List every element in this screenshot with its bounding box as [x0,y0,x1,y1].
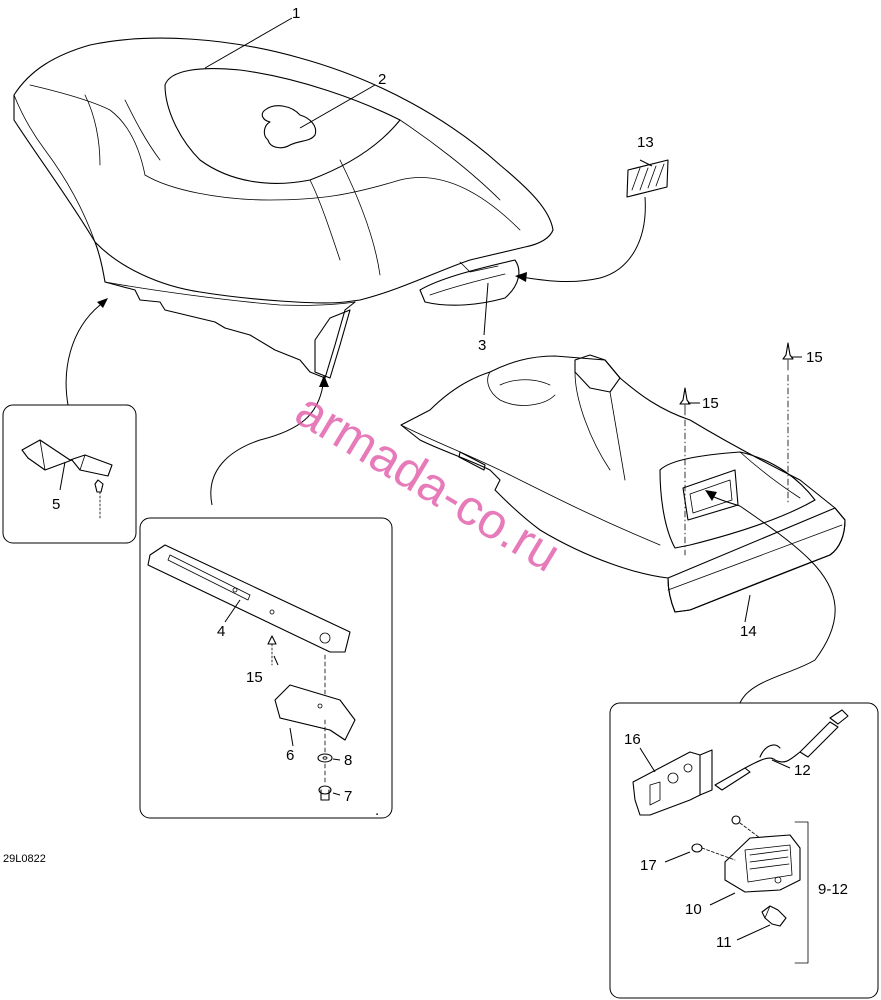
svg-text:.: . [375,802,379,819]
drawing-code: 29L0822 [3,853,46,865]
fastener-15-hull-b [782,342,794,506]
connector-lines [65,196,836,704]
callout-15-box: 15 [246,669,263,686]
detail-box-5 [2,404,137,544]
callout-2: 2 [378,71,386,88]
hull-drawing [400,354,846,613]
callout-7: 7 [344,788,352,805]
callout-15-hull-b: 15 [806,349,823,366]
callout-8: 8 [344,752,352,769]
callout-labels: 1 2 3 13 15 15 14 5 4 15 6 8 7 16 12 17 … [3,5,848,951]
part-13-drawing [626,159,669,198]
callout-17: 17 [640,857,657,874]
callout-6: 6 [286,747,294,764]
callout-13: 13 [637,134,654,151]
watermark-text: armada-co.ru [286,381,570,582]
callout-10: 10 [685,901,702,918]
callout-1: 1 [292,5,300,22]
callout-3: 3 [478,337,486,354]
callout-5: 5 [52,496,60,513]
callout-11: 11 [716,934,732,951]
callout-12: 12 [794,762,811,779]
seat-drawing [13,37,554,379]
callout-14: 14 [740,623,757,640]
callout-15-hull-a: 15 [702,395,719,412]
leader-lines [59,17,802,941]
callout-4: 4 [217,623,225,640]
callout-16: 16 [624,731,641,748]
detail-box-4: . [139,517,393,819]
detail-box-9-12 [609,702,879,999]
fastener-15-hull-a [679,387,691,556]
callout-9-12: 9-12 [818,881,848,898]
